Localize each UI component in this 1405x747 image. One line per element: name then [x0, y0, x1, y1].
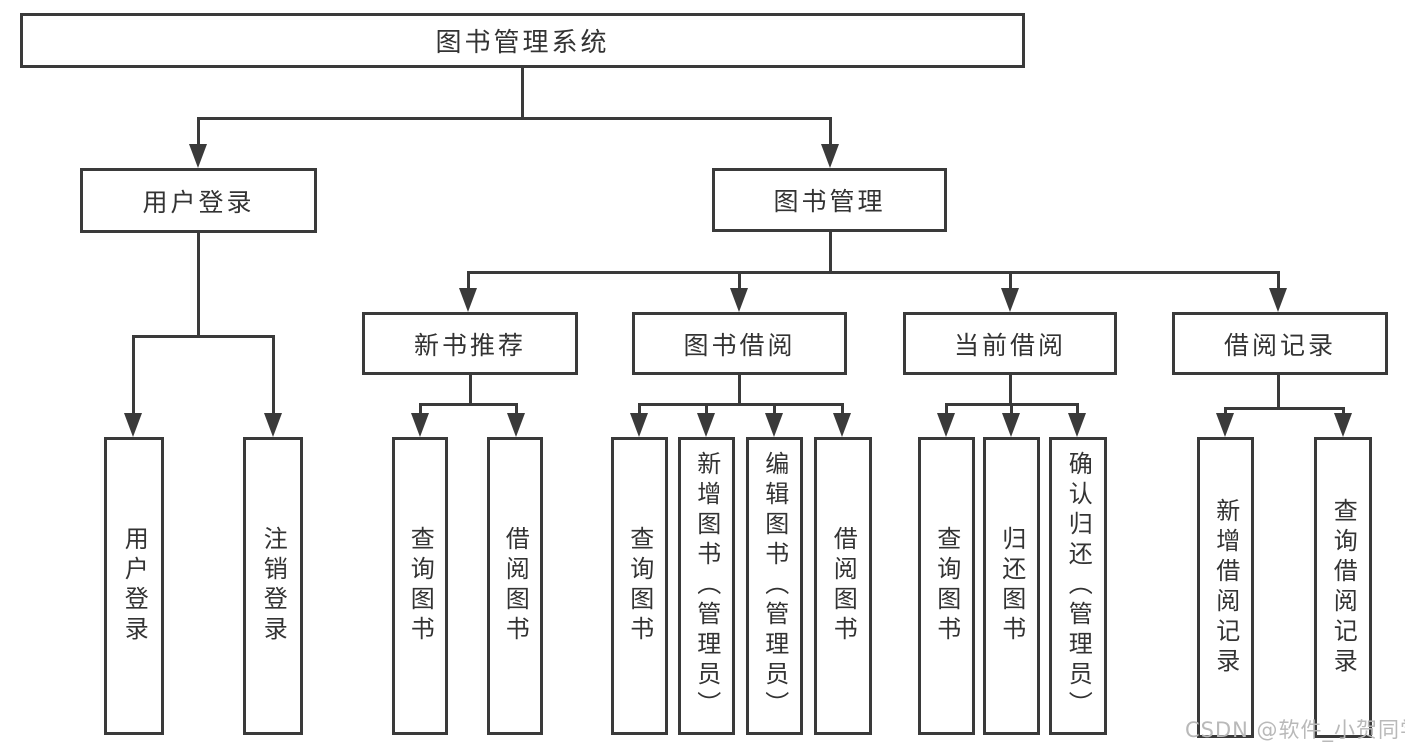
- leaf-query-books-borrowing: 查询图书: [611, 437, 668, 735]
- connector-line: [515, 403, 518, 415]
- connector-line: [738, 375, 741, 403]
- connector-line: [419, 403, 422, 415]
- connector-line: [829, 232, 832, 271]
- connector-line: [132, 335, 275, 338]
- node-label: 图书借阅: [683, 330, 796, 360]
- connector-line: [1009, 271, 1012, 291]
- node-label: 查询图书: [406, 526, 435, 646]
- node-label: 图书管理: [773, 187, 886, 216]
- node-label: 借阅图书: [501, 526, 530, 646]
- connector-line: [521, 68, 524, 117]
- arrowhead-down: [630, 413, 648, 437]
- arrowhead-down: [765, 413, 783, 437]
- arrowhead-down: [1334, 413, 1352, 437]
- node-label: 新增借阅记录: [1211, 497, 1240, 678]
- connector-line: [1009, 375, 1012, 403]
- node-label: 查询图书: [932, 526, 961, 646]
- arrowhead-down: [1216, 413, 1234, 437]
- leaf-query-books-recommend: 查询图书: [392, 437, 448, 735]
- connector-line: [1277, 375, 1280, 407]
- leaf-confirm-return-admin: 确认归还（管理员）: [1049, 437, 1107, 735]
- node-label: 新书推荐: [413, 330, 526, 360]
- leaf-query-borrow-record: 查询借阅记录: [1314, 437, 1372, 738]
- arrowhead-down: [1068, 413, 1086, 437]
- arrowhead-down: [411, 413, 429, 437]
- connector-line: [638, 403, 641, 415]
- node-label: 当前借阅: [953, 330, 1066, 360]
- connector-line: [1076, 403, 1079, 415]
- arrowhead-down: [264, 413, 282, 437]
- connector-line: [469, 375, 472, 403]
- leaf-user-login: 用户登录: [104, 437, 164, 735]
- connector-line: [272, 335, 275, 415]
- connector-line: [841, 403, 844, 415]
- watermark: CSDN @软件_小贺同学: [1185, 718, 1405, 742]
- leaf-query-books-current: 查询图书: [918, 437, 975, 735]
- node-label: 用户登录: [120, 526, 149, 646]
- connector-line: [705, 403, 708, 415]
- leaf-add-borrow-record: 新增借阅记录: [1197, 437, 1254, 738]
- connector-line: [1010, 403, 1013, 415]
- node-label: 查询借阅记录: [1329, 497, 1358, 678]
- connector-line: [419, 403, 518, 406]
- arrowhead-down: [459, 288, 477, 312]
- arrowhead-down: [821, 144, 839, 168]
- node-label: 归还图书: [997, 526, 1026, 646]
- arrowhead-down: [937, 413, 955, 437]
- connector-line: [467, 271, 1280, 274]
- connector-line: [197, 117, 200, 147]
- node-book-borrowing: 图书借阅: [632, 312, 847, 375]
- connector-line: [738, 271, 741, 291]
- node-user-login: 用户登录: [80, 168, 317, 233]
- node-label: 查询图书: [625, 526, 654, 646]
- leaf-borrow-books: 借阅图书: [814, 437, 872, 735]
- arrowhead-down: [1002, 413, 1020, 437]
- leaf-edit-books-admin: 编辑图书（管理员）: [746, 437, 803, 735]
- connector-line: [1224, 407, 1345, 410]
- arrowhead-down: [189, 144, 207, 168]
- arrowhead-down: [697, 413, 715, 437]
- node-label: 借阅记录: [1223, 330, 1336, 360]
- connector-line: [638, 403, 844, 406]
- node-label: 注销登录: [259, 526, 288, 646]
- connector-line: [197, 233, 200, 335]
- node-new-book-recommendation: 新书推荐: [362, 312, 578, 375]
- connector-line: [1277, 271, 1280, 291]
- connector-line: [945, 403, 948, 415]
- node-borrowing-records: 借阅记录: [1172, 312, 1388, 375]
- arrowhead-down: [1269, 288, 1287, 312]
- connector-line: [197, 117, 832, 120]
- connector-line: [1342, 407, 1345, 415]
- node-label: 借阅图书: [829, 526, 858, 646]
- leaf-return-books: 归还图书: [983, 437, 1040, 735]
- node-book-management: 图书管理: [712, 168, 947, 232]
- connector-line: [829, 117, 832, 147]
- arrowhead-down: [507, 413, 525, 437]
- node-label: 图书管理系统: [435, 28, 610, 58]
- connector-line: [467, 271, 470, 291]
- connector-line: [773, 403, 776, 415]
- node-library-management-system: 图书管理系统: [20, 13, 1025, 68]
- node-label: 编辑图书（管理员）: [760, 451, 789, 721]
- leaf-logout: 注销登录: [243, 437, 303, 735]
- arrowhead-down: [1001, 288, 1019, 312]
- node-current-borrowing: 当前借阅: [903, 312, 1117, 375]
- leaf-add-books-admin: 新增图书（管理员）: [678, 437, 735, 735]
- arrowhead-down: [833, 413, 851, 437]
- connector-line: [1224, 407, 1227, 415]
- arrowhead-down: [124, 413, 142, 437]
- node-label: 新增图书（管理员）: [692, 451, 721, 721]
- node-label: 确认归还（管理员）: [1064, 451, 1093, 721]
- leaf-borrow-books-recommend: 借阅图书: [487, 437, 543, 735]
- node-label: 用户登录: [142, 187, 255, 217]
- arrowhead-down: [730, 288, 748, 312]
- connector-line: [132, 335, 135, 415]
